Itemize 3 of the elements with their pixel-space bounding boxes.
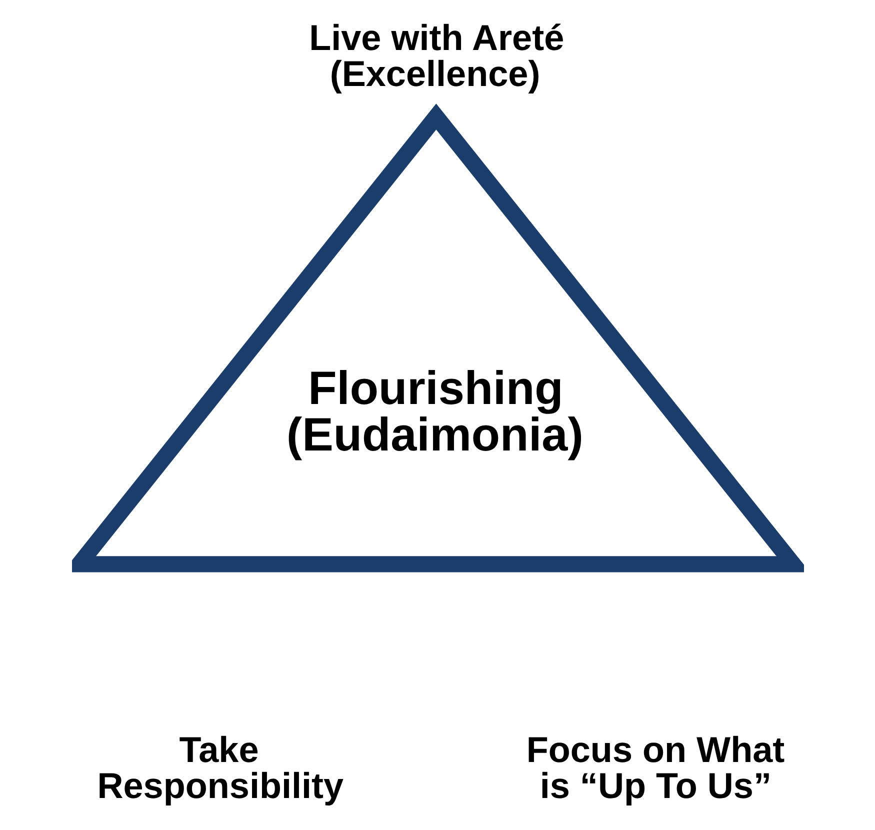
label: Focus on What is “Up To Us” [526, 729, 784, 806]
label: Take Responsibility [96, 729, 344, 806]
label: Live with Areté (Excellence) [308, 16, 564, 94]
